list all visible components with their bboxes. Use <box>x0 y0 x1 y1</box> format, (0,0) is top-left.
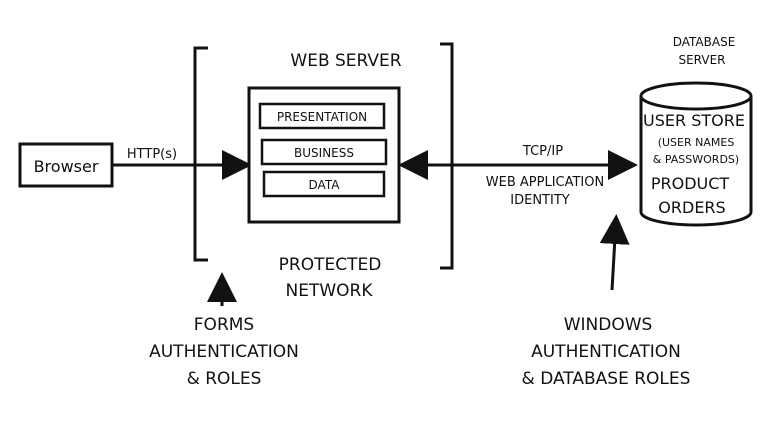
user-store-sub-line2: & PASSWORDS) <box>653 153 739 166</box>
protected-network-label-line2: NETWORK <box>286 281 374 301</box>
windows-auth-line3: & DATABASE ROLES <box>522 369 691 389</box>
business-layer-label: BUSINESS <box>294 146 354 160</box>
data-layer-box <box>262 170 386 198</box>
identity-label-line1: WEB APPLICATION <box>486 175 604 190</box>
product-orders-line2: ORDERS <box>658 198 725 217</box>
presentation-layer-label: PRESENTATION <box>277 110 367 124</box>
tcpip-label: TCP/IP <box>522 144 563 159</box>
database-cylinder-body <box>639 96 753 227</box>
protected-network-left-bracket <box>193 46 208 262</box>
product-orders-line1: PRODUCT <box>651 174 730 193</box>
browser-box <box>18 142 114 188</box>
windows-auth-line2: AUTHENTICATION <box>531 342 681 362</box>
http-label: HTTP(s) <box>127 147 177 162</box>
browser-label: Browser <box>34 157 99 176</box>
database-server-node: DATABASE SERVER USER STORE (USER NAMES &… <box>639 35 753 227</box>
user-store-sub-line1: (USER NAMES <box>658 136 735 149</box>
forms-auth-line3: & ROLES <box>187 369 262 389</box>
windows-auth-arrow <box>599 214 630 291</box>
browser-node: Browser <box>18 142 114 188</box>
web-server-title: WEB SERVER <box>290 51 401 71</box>
protected-network-label-line1: PROTECTED <box>279 255 382 275</box>
user-store-title: USER STORE <box>643 111 745 130</box>
database-cylinder-top <box>639 81 753 111</box>
business-layer-box <box>260 138 388 166</box>
presentation-layer-box <box>258 102 386 130</box>
protected-network-right-bracket <box>440 42 454 270</box>
data-layer-label: DATA <box>309 178 341 192</box>
forms-auth-line1: FORMS <box>194 315 254 335</box>
database-server-title-line1: DATABASE <box>673 35 736 49</box>
identity-label-line2: IDENTITY <box>510 193 569 208</box>
web-server-node: WEB SERVER PRESENTATION BUSINESS DATA <box>247 51 402 224</box>
database-server-title-line2: SERVER <box>678 53 725 67</box>
windows-auth-line1: WINDOWS <box>564 315 653 335</box>
forms-auth-line2: AUTHENTICATION <box>149 342 299 362</box>
